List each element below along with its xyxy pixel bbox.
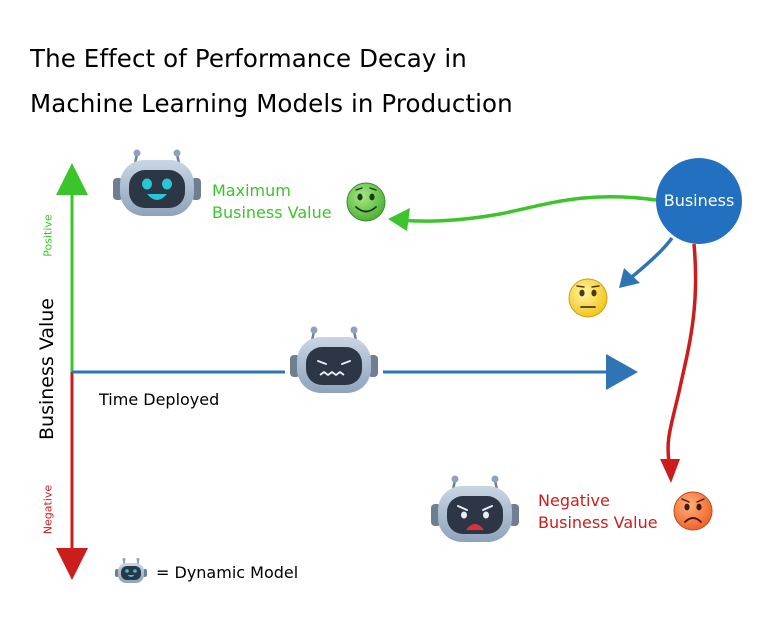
blue-arrow — [626, 236, 674, 282]
title-line-1: The Effect of Performance Decay in — [30, 44, 467, 73]
y-axis-down-arrowhead — [56, 548, 88, 580]
blue-arrowhead — [619, 268, 640, 288]
max-value-label: Maximum Business Value — [212, 180, 332, 224]
x-axis-label: Time Deployed — [99, 390, 220, 409]
happy-robot-icon — [113, 149, 201, 216]
red-arrowhead — [660, 459, 680, 483]
max-value-line-1: Maximum — [212, 181, 291, 200]
max-value-line-2: Business Value — [212, 203, 332, 222]
y-axis-up-arrowhead — [56, 163, 88, 195]
y-axis — [56, 163, 88, 580]
sad-face-icon — [673, 491, 713, 531]
legend-robot-icon — [115, 558, 147, 583]
worried-robot-icon — [290, 326, 378, 393]
time-axis — [72, 354, 638, 390]
green-curve-arrow — [397, 194, 657, 223]
negative-label: Negative — [41, 484, 55, 535]
negative-value-label: Negative Business Value — [538, 490, 658, 534]
time-axis-arrowhead — [606, 354, 638, 390]
y-axis-label: Business Value — [36, 298, 58, 440]
green-arrowhead — [388, 208, 410, 231]
red-curve-arrow — [666, 243, 698, 463]
business-circle — [656, 158, 742, 244]
negative-value-line-1: Negative — [538, 491, 610, 510]
neutral-face-icon — [568, 278, 608, 318]
business-node-label: Business — [663, 191, 735, 210]
happy-face-icon — [346, 182, 386, 222]
legend-text: = Dynamic Model — [156, 563, 299, 582]
positive-label: Positive — [41, 214, 55, 257]
negative-value-line-2: Business Value — [538, 513, 658, 532]
sad-robot-icon — [431, 475, 519, 542]
title-line-2: Machine Learning Models in Production — [30, 89, 513, 118]
